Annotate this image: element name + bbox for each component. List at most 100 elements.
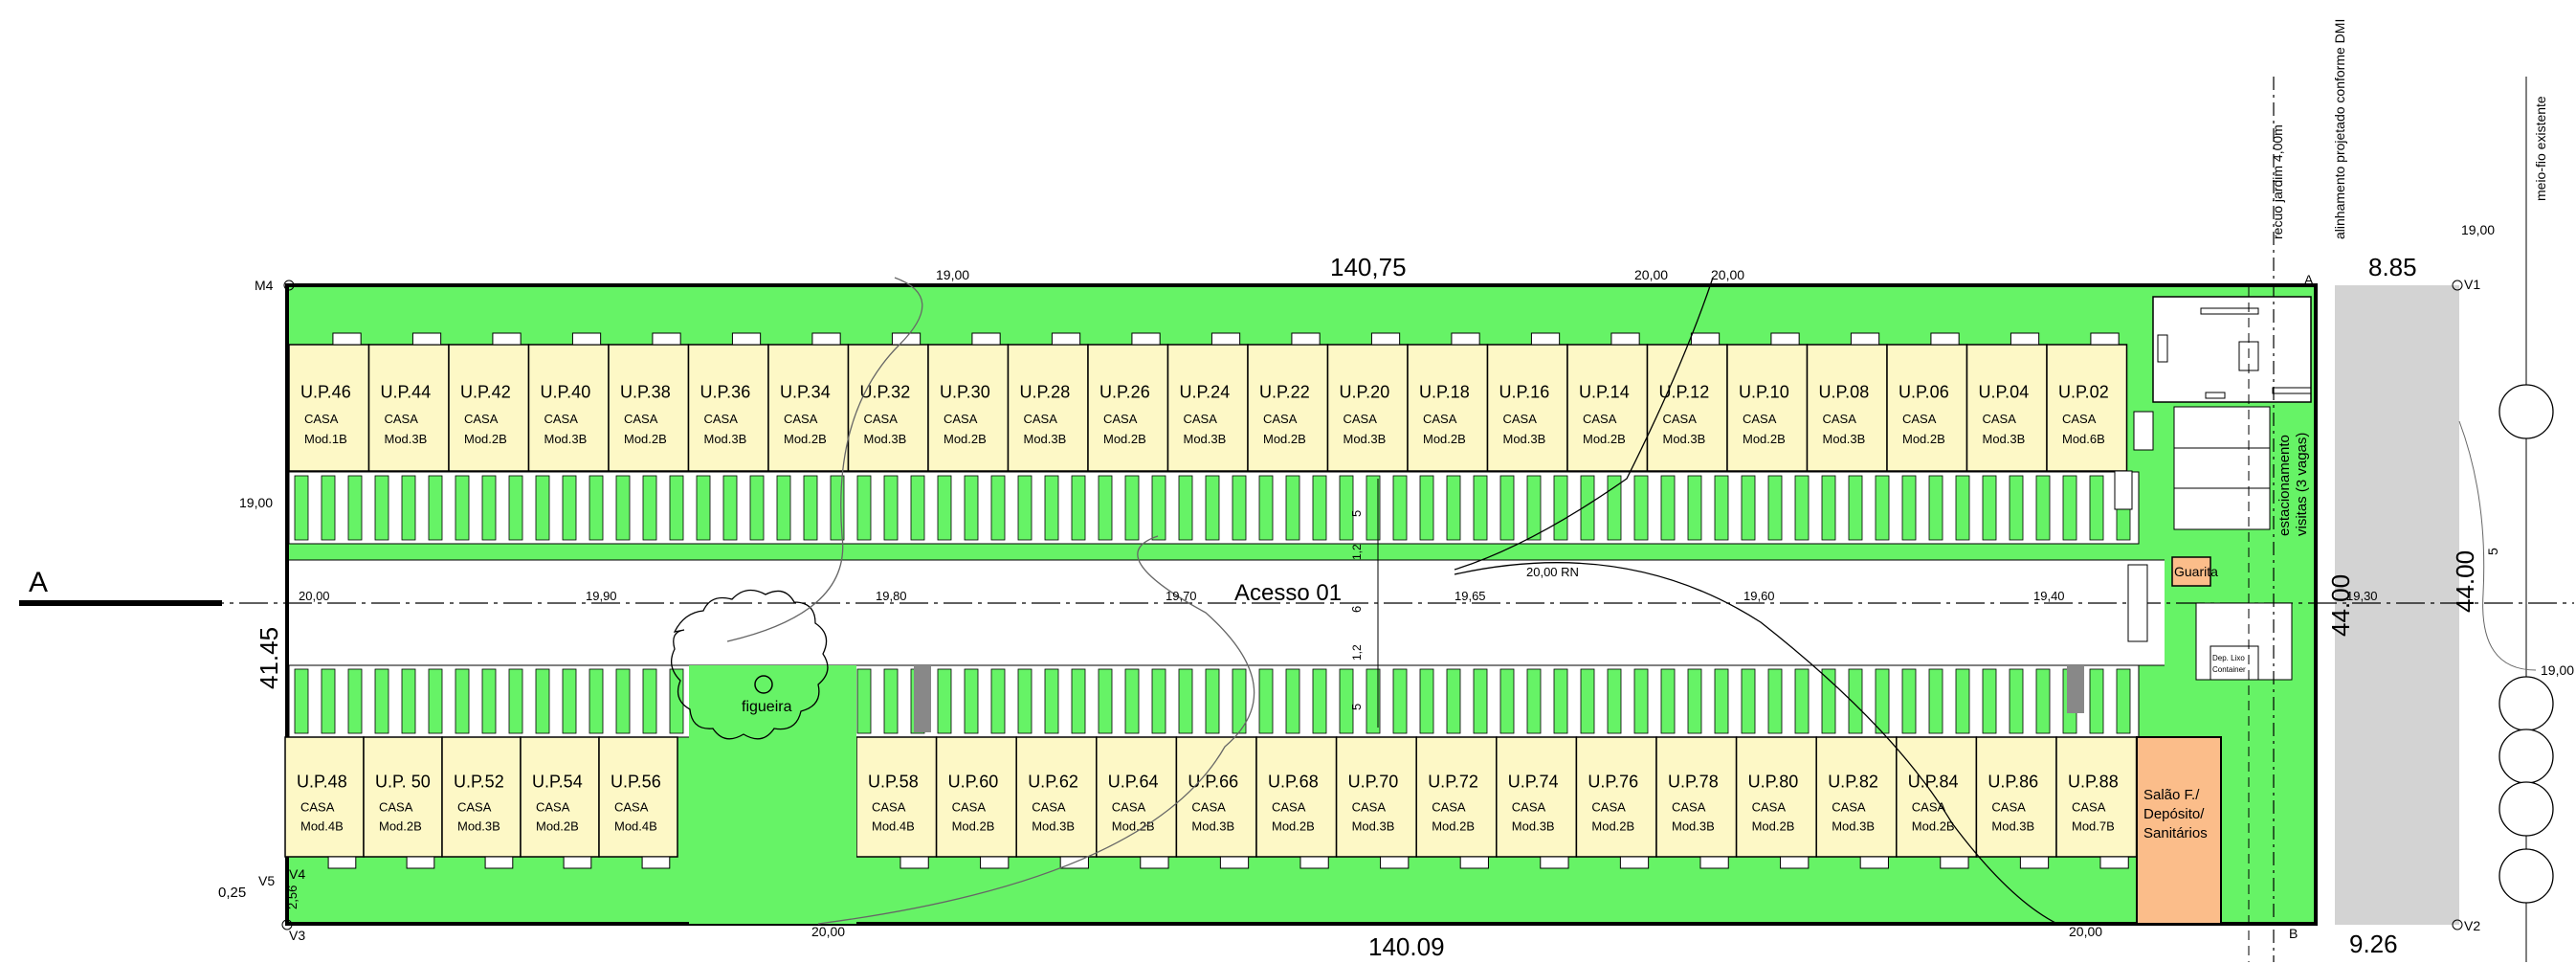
parking-bay bbox=[294, 668, 309, 734]
parking-bay bbox=[1124, 668, 1140, 734]
parking-bay bbox=[1392, 475, 1408, 541]
parking-bay bbox=[1741, 475, 1756, 541]
unit-type: CASA bbox=[1912, 800, 1946, 815]
level-top-2000b: 20,00 bbox=[1711, 267, 1744, 282]
level-top-1900: 19,00 bbox=[936, 267, 969, 282]
parking-bay bbox=[1982, 475, 1997, 541]
vertex-m4: M4 bbox=[255, 278, 274, 293]
parking-bay bbox=[588, 475, 604, 541]
parking-bay bbox=[1955, 475, 1970, 541]
unit-type: CASA bbox=[1112, 800, 1146, 815]
parking-bay bbox=[1633, 668, 1649, 734]
parking-bay bbox=[803, 475, 818, 541]
level-bottom-2000a: 20,00 bbox=[811, 924, 845, 939]
level-right-1900b: 19,00 bbox=[2541, 662, 2574, 678]
parking-bay bbox=[1580, 475, 1595, 541]
unit-name: U.P.34 bbox=[780, 382, 831, 401]
parking-bay bbox=[2089, 668, 2104, 734]
parking-bay bbox=[1767, 668, 1783, 734]
parking-bay bbox=[1741, 668, 1756, 734]
vertex-b: B bbox=[2289, 926, 2298, 941]
guard-house bbox=[2171, 556, 2211, 587]
unit-mod: Mod.2B bbox=[1743, 432, 1786, 446]
parking-bay bbox=[2035, 475, 2051, 541]
unit-type: CASA bbox=[1983, 412, 2017, 426]
parking-bay bbox=[964, 475, 979, 541]
unit-mod: Mod.3B bbox=[1983, 432, 2026, 446]
parking-bay bbox=[1446, 475, 1461, 541]
unit-mod: Mod.2B bbox=[379, 819, 422, 834]
unit-type: CASA bbox=[536, 800, 570, 815]
vertex-v1: V1 bbox=[2464, 277, 2480, 292]
unit-name: U.P.56 bbox=[611, 773, 661, 792]
parking-bay bbox=[401, 475, 416, 541]
unit-name: U.P.38 bbox=[620, 382, 671, 401]
parking-bay bbox=[883, 668, 899, 734]
parking-bay bbox=[1687, 475, 1702, 541]
unit-mod: Mod.2B bbox=[1272, 819, 1315, 834]
parking-bay bbox=[642, 475, 657, 541]
unit-mod: Mod.6B bbox=[2062, 432, 2105, 446]
parking-bay bbox=[776, 475, 791, 541]
unit-name: U.P.30 bbox=[940, 382, 990, 401]
parking-bay bbox=[856, 668, 872, 734]
unit-type: CASA bbox=[1352, 800, 1387, 815]
parking-bay bbox=[1821, 475, 1836, 541]
dim-right-height-a: 44.00 bbox=[2326, 574, 2355, 637]
unit-name: U.P.06 bbox=[1899, 382, 1949, 401]
parking-bay bbox=[1633, 475, 1649, 541]
unit-type: CASA bbox=[457, 800, 492, 815]
parking-bay bbox=[2009, 475, 2024, 541]
parking-bay bbox=[1955, 668, 1970, 734]
parking-bay bbox=[722, 475, 738, 541]
parking-bay bbox=[508, 475, 523, 541]
parking-bay bbox=[1499, 668, 1515, 734]
unit-name: U.P.84 bbox=[1908, 773, 1959, 792]
parking-bay bbox=[1767, 475, 1783, 541]
unit-mod: Mod.3B bbox=[1512, 819, 1555, 834]
unit-name: U.P.74 bbox=[1508, 773, 1559, 792]
unit-type: CASA bbox=[1743, 412, 1777, 426]
unit-name: U.P.12 bbox=[1659, 382, 1710, 401]
parking-bay bbox=[1419, 668, 1434, 734]
unit-type: CASA bbox=[385, 412, 419, 426]
parking-bay bbox=[1901, 668, 1917, 734]
unit-name: U.P.20 bbox=[1340, 382, 1390, 401]
unit-name: U.P. 50 bbox=[375, 773, 431, 792]
level-bottom-2000b: 20,00 bbox=[2069, 924, 2102, 939]
parking-bay bbox=[1205, 475, 1220, 541]
setback-label: recuo jardim 4,00m bbox=[2270, 124, 2285, 239]
unit-type: CASA bbox=[614, 800, 649, 815]
unit-mod: Mod.3B bbox=[1823, 432, 1866, 446]
street-trees bbox=[2498, 384, 2554, 904]
dim-top-length: 140,75 bbox=[1330, 253, 1407, 281]
parking-bay bbox=[856, 475, 872, 541]
parking-bay bbox=[1473, 475, 1488, 541]
unit-mod: Mod.3B bbox=[544, 432, 588, 446]
level-road-1965: 19,65 bbox=[1455, 589, 1486, 603]
unit-mod: Mod.7B bbox=[2072, 819, 2115, 834]
parking-bay bbox=[401, 668, 416, 734]
unit-mod: Mod.2B bbox=[784, 432, 827, 446]
unit-type: CASA bbox=[1191, 800, 1226, 815]
level-road-1930: 19,30 bbox=[2346, 589, 2378, 603]
unit-name: U.P.18 bbox=[1419, 382, 1470, 401]
unit-mod: Mod.3B bbox=[1032, 819, 1075, 834]
unit-mod: Mod.4B bbox=[300, 819, 344, 834]
unit-name: U.P.48 bbox=[297, 773, 347, 792]
unit-type: CASA bbox=[1583, 412, 1617, 426]
parking-bay bbox=[481, 668, 497, 734]
parking-row-bottom bbox=[288, 664, 2140, 738]
parking-bay bbox=[1151, 668, 1166, 734]
